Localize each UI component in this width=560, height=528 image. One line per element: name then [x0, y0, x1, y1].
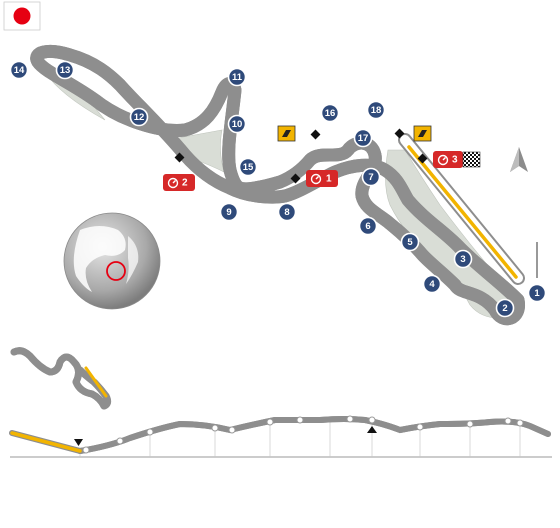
elevation-marker-icon: [74, 439, 83, 446]
elevation-profile: [9, 415, 552, 458]
turn-marker-11: 11: [227, 67, 247, 87]
detection-point-5: [417, 153, 428, 164]
turn-number: 2: [502, 303, 507, 314]
checkered-flag-icon: [462, 151, 481, 168]
turn-number: 10: [232, 119, 243, 130]
detection-point-2: [290, 173, 301, 184]
turn-marker-15: 15: [238, 157, 258, 177]
drs-zone-1-badge: 1: [306, 170, 338, 187]
turn-marker-8: 8: [277, 202, 297, 222]
drs-zone-3-badge: 3: [433, 151, 463, 168]
stopwatch-icon: [437, 154, 449, 166]
elevation-marker-icon: [367, 426, 377, 433]
turn-marker-2: 2: [495, 298, 515, 318]
japan-location-circle: [106, 261, 126, 281]
stopwatch-icon: [310, 173, 322, 185]
turn-marker-9: 9: [219, 202, 239, 222]
sector-flag-icon: [277, 125, 296, 142]
turn-marker-10: 10: [227, 114, 247, 134]
turn-number: 9: [226, 207, 231, 218]
detection-point-3: [310, 129, 321, 140]
turn-marker-6: 6: [358, 216, 378, 236]
detection-point-4: [394, 128, 405, 139]
japan-flag-icon: [3, 1, 41, 31]
turn-marker-7: 7: [361, 167, 381, 187]
turn-number: 11: [232, 72, 243, 83]
turn-number: 1: [534, 288, 540, 299]
turn-number: 3: [460, 254, 465, 265]
turn-marker-13: 13: [55, 60, 75, 80]
turn-number: 14: [14, 65, 25, 76]
stopwatch-icon: [167, 177, 179, 189]
detection-point-1: [174, 152, 185, 163]
turn-number: 5: [407, 237, 413, 248]
sector-flag-icon: [413, 125, 432, 142]
turn-marker-17: 17: [353, 128, 373, 148]
main-straight: [398, 133, 525, 285]
turn-marker-5: 5: [400, 232, 420, 252]
drs-zone-label: 3: [452, 155, 458, 166]
turn-number: 16: [325, 108, 336, 119]
turn-number: 7: [368, 172, 373, 183]
turn-marker-14: 14: [9, 60, 29, 80]
turn-marker-16: 16: [320, 103, 340, 123]
turn-number: 15: [243, 162, 254, 173]
turn-number: 6: [365, 221, 370, 232]
turn-number: 4: [429, 279, 435, 290]
turn-marker-12: 12: [129, 107, 149, 127]
turn-number: 17: [358, 133, 369, 144]
drs-zone-label: 2: [182, 178, 188, 189]
drs-zone-label: 1: [326, 174, 332, 185]
turn-number: 8: [284, 207, 289, 218]
turn-number: 18: [371, 105, 382, 116]
turn-number: 12: [134, 112, 145, 123]
detection-points: [174, 128, 428, 184]
mini-track-map: [10, 351, 108, 410]
turn-marker-3: 3: [453, 249, 473, 269]
globe-icon: [63, 212, 161, 310]
turn-marker-1: 1: [527, 283, 547, 303]
turn-marker-4: 4: [422, 274, 442, 294]
turn-number: 13: [60, 65, 71, 76]
turn-marker-18: 18: [366, 100, 386, 120]
drs-zone-2-badge: 2: [163, 174, 195, 191]
